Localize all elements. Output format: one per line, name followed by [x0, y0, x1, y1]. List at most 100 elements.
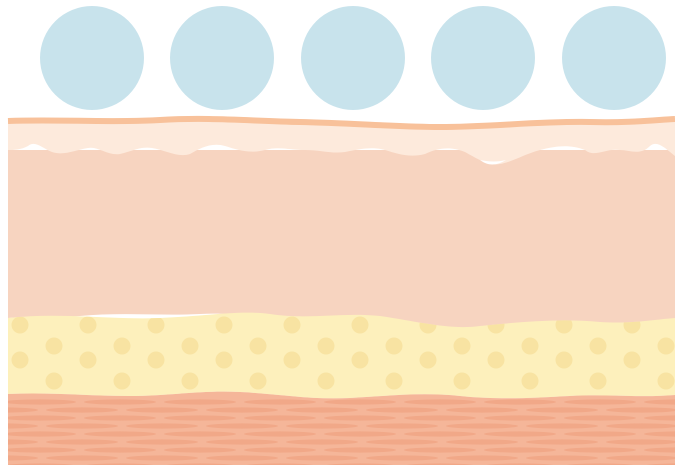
muscle-fiber [46, 423, 118, 428]
fat-cell [284, 317, 301, 334]
fat-cell [216, 352, 233, 369]
muscle-fiber [484, 431, 556, 436]
muscle-fiber [564, 415, 636, 420]
fat-cell [522, 373, 539, 390]
muscle-fiber [84, 431, 156, 436]
muscle-fiber [84, 415, 156, 420]
muscle-fiber [366, 423, 438, 428]
muscle-fiber [286, 439, 358, 444]
muscle-fiber [446, 455, 518, 460]
muscle-fiber [164, 431, 236, 436]
muscle-fiber [564, 431, 636, 436]
muscle-fiber [564, 447, 636, 452]
fat-cell [488, 352, 505, 369]
muscle-fiber [446, 423, 518, 428]
fat-cell [250, 338, 267, 355]
muscle-fiber [206, 455, 278, 460]
muscle-fiber [526, 439, 598, 444]
muscle-fiber [4, 415, 76, 420]
muscle-fiber [286, 455, 358, 460]
muscle-fiber [366, 455, 438, 460]
dermis-layer [8, 150, 675, 330]
muscle-fiber [324, 415, 396, 420]
muscle-fiber [484, 399, 556, 404]
fat-cell [148, 352, 165, 369]
fat-cell [80, 317, 97, 334]
muscle-fiber [286, 407, 358, 412]
fat-cell [318, 338, 335, 355]
fat-cell [624, 352, 641, 369]
fat-cell [556, 352, 573, 369]
muscle-fiber [206, 439, 278, 444]
fat-cell [80, 352, 97, 369]
muscle-fiber [46, 455, 118, 460]
particle-4 [431, 6, 535, 110]
fat-cell [352, 317, 369, 334]
muscle-fiber [404, 415, 476, 420]
muscle-fiber [526, 407, 598, 412]
fat-cell [284, 352, 301, 369]
muscle-fiber [446, 439, 518, 444]
particle-5 [562, 6, 666, 110]
fat-cell [12, 352, 29, 369]
fat-cell [114, 338, 131, 355]
particle-2 [170, 6, 274, 110]
muscle-fiber [606, 439, 675, 444]
fat-cell [148, 317, 165, 334]
fat-cell [46, 373, 63, 390]
muscle-fiber [484, 415, 556, 420]
fat-cell [182, 338, 199, 355]
muscle-fiber [324, 431, 396, 436]
muscle-fiber [4, 431, 76, 436]
fat-cell [420, 352, 437, 369]
muscle-fiber [244, 415, 316, 420]
fat-cell [590, 338, 607, 355]
fat-cell [658, 373, 675, 390]
muscle-fiber [564, 399, 636, 404]
muscle-fiber [324, 399, 396, 404]
muscle-fiber [526, 455, 598, 460]
muscle-fiber [404, 447, 476, 452]
subcutaneous-fat-layer [8, 313, 675, 399]
fat-cell [318, 373, 335, 390]
fat-cell [386, 373, 403, 390]
fat-cell [114, 373, 131, 390]
fat-cell [352, 352, 369, 369]
muscle-fiber [126, 407, 198, 412]
muscle-fiber [606, 423, 675, 428]
muscle-fiber [366, 439, 438, 444]
muscle-fiber [484, 447, 556, 452]
fat-cell [658, 338, 675, 355]
particle-1 [40, 6, 144, 110]
muscle-fiber [526, 423, 598, 428]
muscle-fiber [446, 407, 518, 412]
fat-cell [590, 373, 607, 390]
muscle-fiber [164, 447, 236, 452]
fat-cell [216, 317, 233, 334]
muscle-fiber [286, 423, 358, 428]
muscle-fiber [244, 431, 316, 436]
muscle-fiber [404, 431, 476, 436]
muscle-fiber [164, 415, 236, 420]
fat-cell [454, 373, 471, 390]
fat-cell [454, 338, 471, 355]
fat-cell [12, 317, 29, 334]
fat-cell [250, 373, 267, 390]
muscle-fiber [206, 407, 278, 412]
muscle-fiber [126, 455, 198, 460]
particles-group [40, 6, 666, 110]
muscle-fiber [126, 439, 198, 444]
muscle-fiber [206, 423, 278, 428]
muscle-fiber [164, 399, 236, 404]
fat-cell [182, 373, 199, 390]
particle-3 [301, 6, 405, 110]
muscle-fiber [606, 455, 675, 460]
muscle-fiber [84, 399, 156, 404]
muscle-fiber [84, 447, 156, 452]
muscle-fiber [4, 447, 76, 452]
fat-cell [386, 338, 403, 355]
fat-cell [522, 338, 539, 355]
muscle-fiber [366, 407, 438, 412]
muscle-fiber [4, 399, 76, 404]
